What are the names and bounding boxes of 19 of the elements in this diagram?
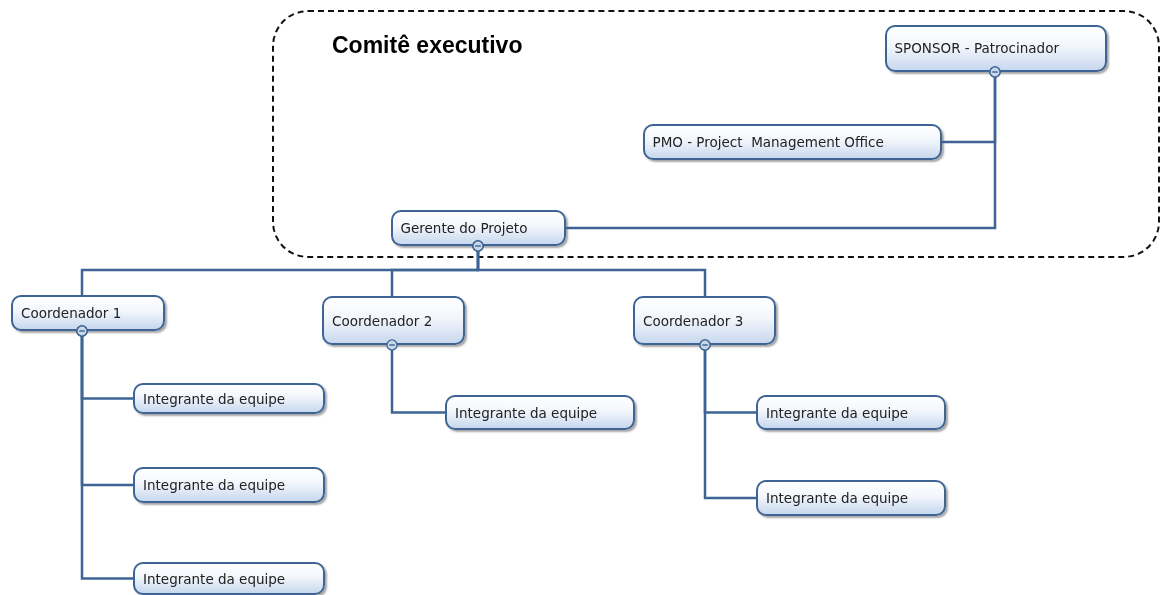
- role-box: Integrante da equipe: [133, 562, 325, 595]
- role-box: Integrante da equipe: [133, 467, 325, 503]
- role-box: Integrante da equipe: [756, 480, 946, 516]
- connector-line: [386, 339, 445, 414]
- group-frame: [272, 10, 1160, 258]
- role-box: Integrante da equipe: [133, 383, 325, 414]
- role-box: Gerente do Projeto: [390, 209, 566, 246]
- role-box: Coordenador 2: [322, 296, 465, 345]
- role-box: Coordenador 3: [633, 296, 776, 345]
- role-box: SPONSOR - Patrocinador: [884, 24, 1107, 72]
- role-box: PMO - Project Management Office: [642, 123, 942, 160]
- connector-line: [566, 66, 1001, 230]
- group-title: Comitê executivo: [332, 32, 523, 59]
- connector-line: [699, 339, 756, 500]
- connector-line: [472, 240, 707, 296]
- role-box: Integrante da equipe: [445, 395, 635, 430]
- role-box: Integrante da equipe: [756, 395, 946, 430]
- connector-line: [76, 325, 133, 580]
- role-box: Coordenador 1: [11, 295, 165, 331]
